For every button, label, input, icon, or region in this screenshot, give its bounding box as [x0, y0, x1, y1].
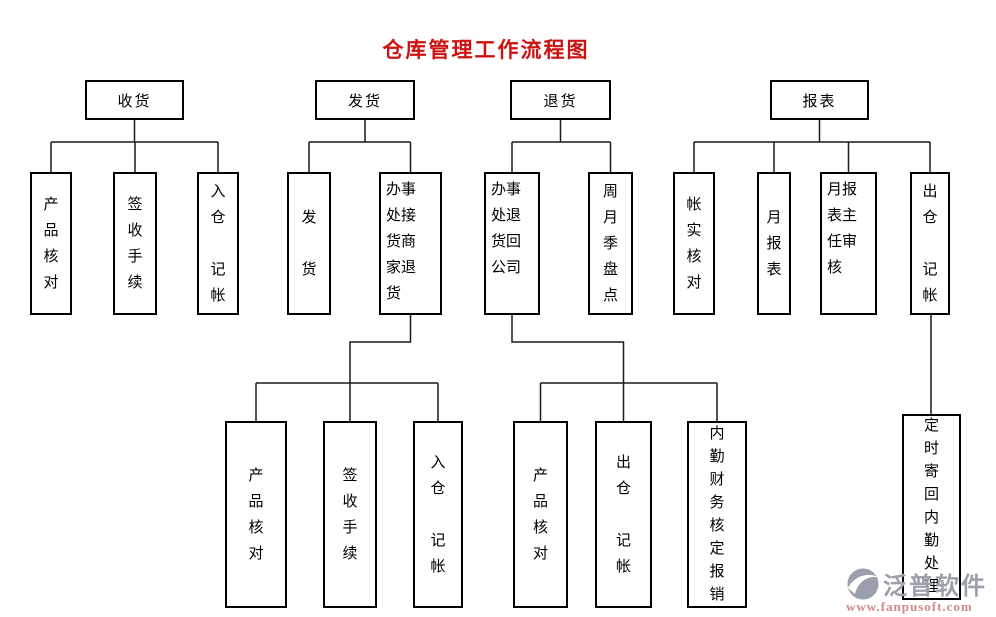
- node-label: 出仓 记帐: [615, 454, 631, 575]
- node-label: 办事处退货回公司: [491, 182, 522, 276]
- watermark: 泛普软件 www.fanpusoft.com: [846, 566, 987, 615]
- node-product-check-3: 产品核对: [513, 421, 568, 608]
- node-label: 办事处接货商家退货: [386, 182, 417, 302]
- node-label: 出仓 记帐: [922, 183, 938, 304]
- fanpusoft-logo-icon: [847, 568, 879, 599]
- node-product-check: 产品核对: [30, 172, 72, 315]
- node-label: 产品核对: [532, 467, 548, 562]
- node-label: 入仓 记帐: [430, 454, 446, 575]
- node-label: 退货: [543, 93, 578, 110]
- node-warehouse-out-ledger-2: 出仓 记帐: [595, 421, 652, 608]
- node-returns: 退货: [510, 80, 611, 120]
- node-label: 定时寄回内勤处理: [923, 418, 939, 595]
- node-dispatch-goods: 发 货: [287, 172, 331, 315]
- node-label: 月报表: [766, 209, 782, 278]
- node-product-check-2: 产品核对: [225, 421, 287, 608]
- node-warehouse-in-ledger: 入仓 记帐: [197, 172, 239, 315]
- node-monthly-report-director-review: 月报表主任审核: [820, 172, 877, 315]
- node-label: 签收手续: [342, 467, 358, 562]
- node-label: 收货: [117, 93, 152, 110]
- node-monthly-report: 月报表: [757, 172, 791, 315]
- node-label: 发 货: [301, 209, 317, 278]
- node-shipping: 发货: [315, 80, 415, 120]
- node-signoff-procedure: 签收手续: [113, 172, 157, 315]
- node-receiving: 收货: [85, 80, 184, 120]
- node-office-return-to-company: 办事处退货回公司: [484, 172, 540, 315]
- node-reports: 报表: [770, 80, 869, 120]
- node-label: 周月季盘点: [602, 183, 618, 304]
- node-signoff-procedure-2: 签收手续: [323, 421, 377, 608]
- node-warehouse-out-ledger: 出仓 记帐: [910, 172, 950, 315]
- node-ledger-physical-check: 帐实核对: [673, 172, 715, 315]
- watermark-url: www.fanpusoft.com: [846, 599, 973, 614]
- page-title: 仓库管理工作流程图: [382, 38, 590, 62]
- node-label: 发货: [347, 93, 382, 110]
- node-label: 产品核对: [43, 196, 59, 291]
- node-backoffice-finance-reimbursement: 内勤财务核定报销: [687, 421, 747, 608]
- node-label: 帐实核对: [686, 196, 702, 291]
- node-label: 签收手续: [127, 196, 143, 291]
- node-scheduled-return-to-backoffice: 定时寄回内勤处理: [902, 414, 961, 600]
- node-office-pickup-merchant-returns: 办事处接货商家退货: [379, 172, 442, 315]
- node-warehouse-in-ledger-2: 入仓 记帐: [413, 421, 463, 608]
- node-label: 报表: [802, 93, 837, 110]
- node-label: 产品核对: [248, 467, 264, 562]
- node-label: 入仓 记帐: [210, 183, 226, 304]
- watermark-brand: 泛普软件: [883, 574, 987, 600]
- node-label: 内勤财务核定报销: [709, 425, 725, 603]
- node-periodic-stocktake: 周月季盘点: [588, 172, 633, 315]
- node-label: 月报表主任审核: [827, 182, 858, 276]
